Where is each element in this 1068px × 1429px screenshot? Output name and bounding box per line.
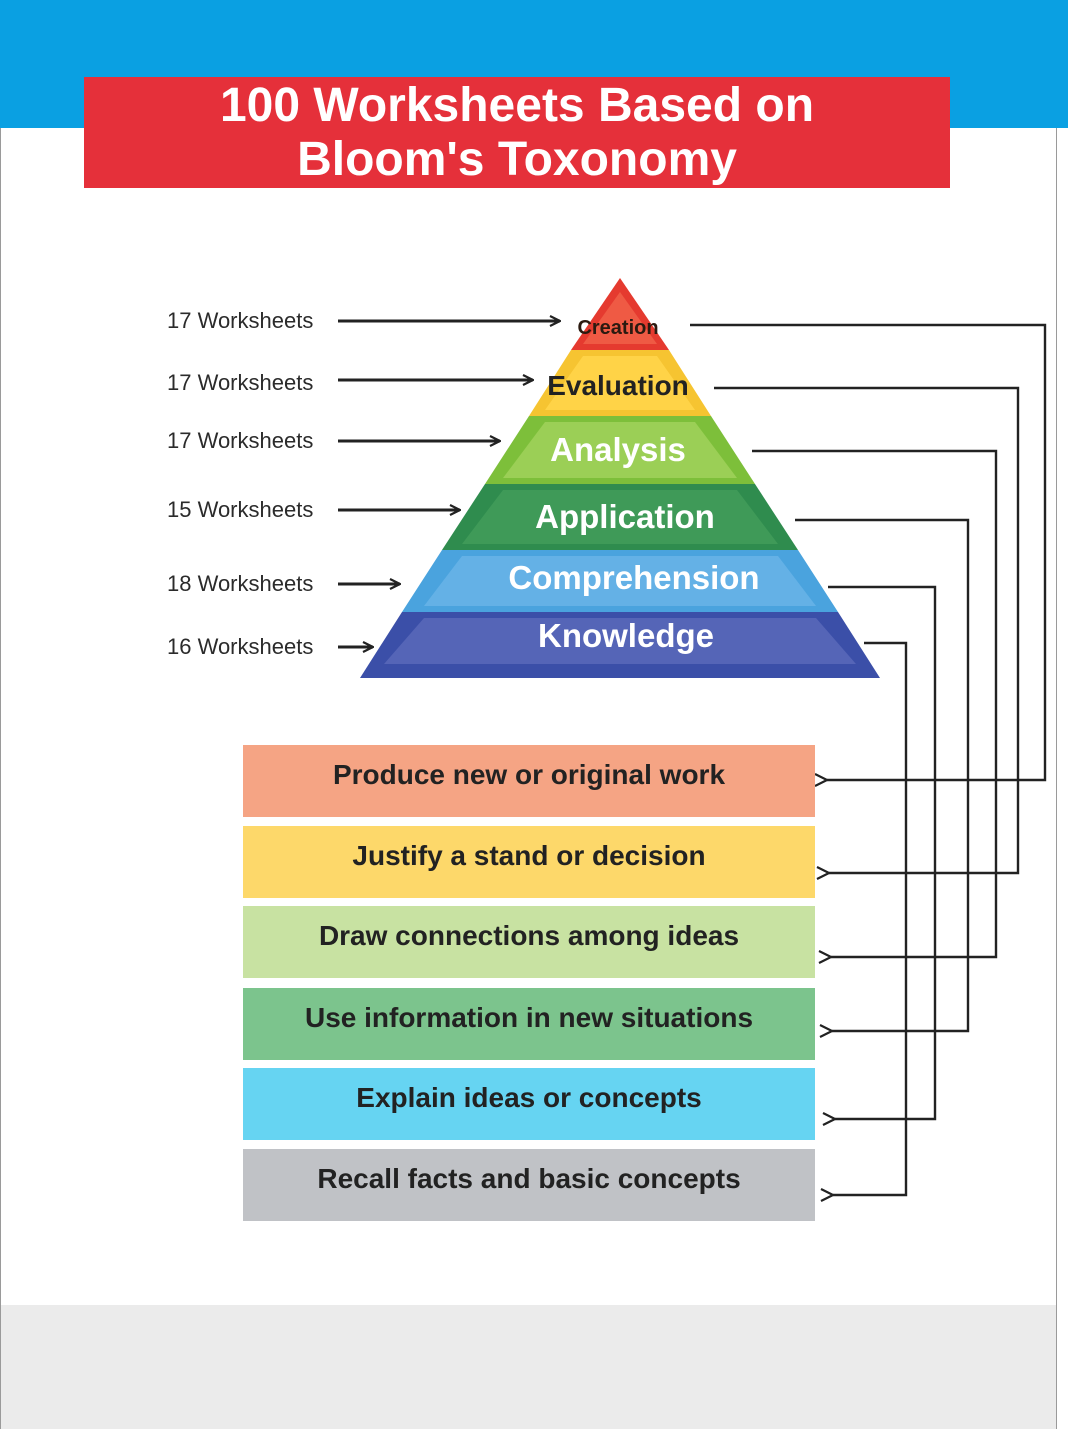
description-analysis: Draw connections among ideas [318, 920, 740, 951]
connector-analysis [752, 449, 998, 957]
connector-application [795, 518, 970, 1031]
pyramid-facet-comprehension [424, 556, 816, 606]
description-box-application: Use information in new situations [243, 988, 815, 1060]
description-application: Use information in new situations [304, 1002, 754, 1033]
level-label-application: Application [535, 498, 715, 535]
description-evaluation: Justify a stand or decision [352, 840, 706, 871]
pyramid-facet-evaluation [545, 356, 695, 410]
pyramid-facet-knowledge [384, 618, 856, 664]
description-box-evaluation: Justify a stand or decision [243, 826, 815, 898]
description-box-comprehension: Explain ideas or concepts [243, 1068, 815, 1140]
title-banner: 100 Worksheets Based on Bloom's Toxonomy [84, 77, 950, 188]
title-line-1: 100 Worksheets Based on [219, 78, 815, 132]
level-label-knowledge: Knowledge [538, 617, 714, 654]
connector-evaluation [714, 386, 1020, 873]
level-label-comprehension: Comprehension [508, 559, 759, 596]
description-knowledge: Recall facts and basic concepts [317, 1163, 741, 1194]
description-box-analysis: Draw connections among ideas [243, 906, 815, 978]
description-creation: Produce new or original work [332, 759, 726, 790]
worksheet-count-analysis: 17 Worksheets [167, 428, 313, 453]
level-label-evaluation: Evaluation [547, 370, 689, 401]
worksheet-count-knowledge: 16 Worksheets [167, 634, 313, 659]
worksheet-count-evaluation: 17 Worksheets [167, 370, 313, 395]
worksheet-count-comprehension: 18 Worksheets [167, 571, 313, 596]
pyramid-facet-analysis [503, 422, 737, 478]
connector-comprehension [828, 585, 937, 1119]
description-box-knowledge: Recall facts and basic concepts [243, 1149, 815, 1221]
description-box-creation: Produce new or original work [243, 745, 815, 817]
level-label-creation: Creation [577, 317, 658, 339]
connector-knowledge [833, 641, 908, 1195]
title-line-2: Bloom's Toxonomy [297, 132, 737, 186]
level-label-analysis: Analysis [550, 431, 686, 468]
worksheet-count-creation: 17 Worksheets [167, 308, 313, 333]
pyramid-facet-application [462, 490, 778, 544]
description-comprehension: Explain ideas or concepts [356, 1082, 702, 1113]
worksheet-count-application: 15 Worksheets [167, 497, 313, 522]
bottom-footer-band [0, 1305, 1057, 1429]
pyramid-facet-creation [583, 292, 657, 344]
